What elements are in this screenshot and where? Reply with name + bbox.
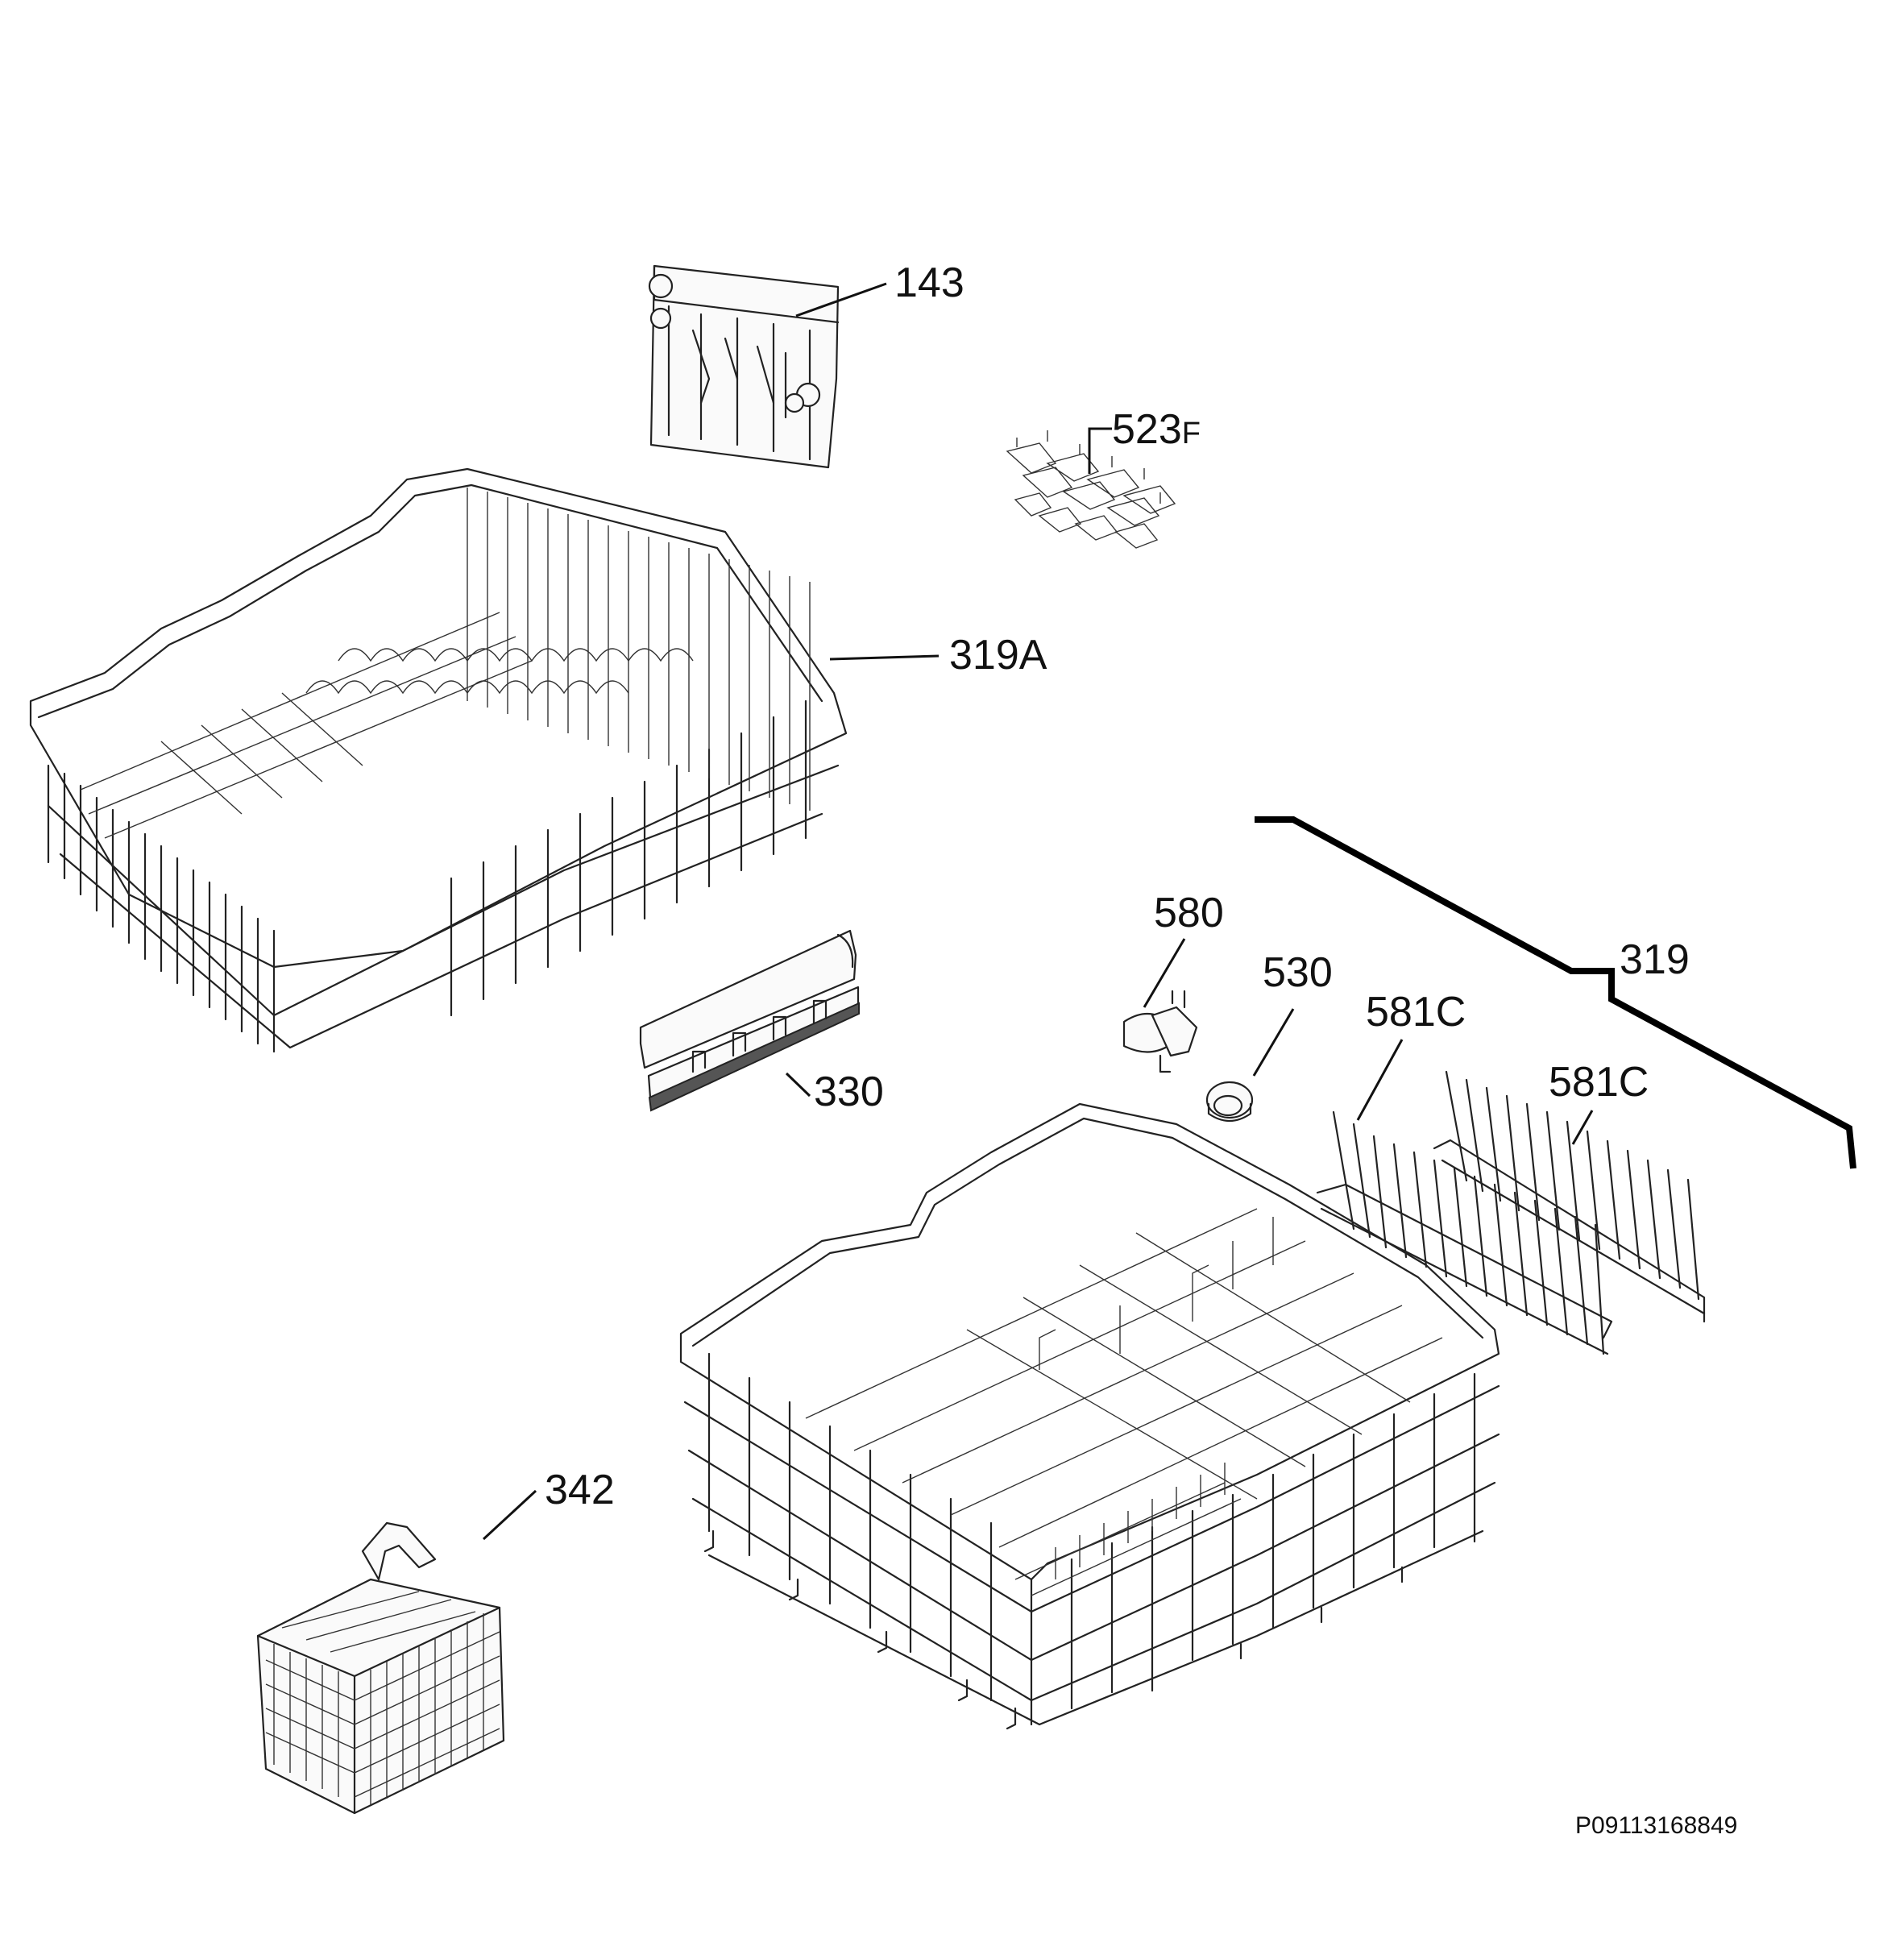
part-523-clip-set[interactable] [1006,430,1176,549]
part-319a-upper-basket[interactable] [29,467,848,1053]
part-580-wheel-holder[interactable] [1122,990,1198,1073]
leader-530 [1252,1008,1295,1077]
part-319-lower-basket[interactable] [679,1102,1500,1730]
callout-319a[interactable]: 319A [949,632,1047,679]
part-581c-tine-rack-right[interactable] [1433,1070,1706,1323]
leader-143 [795,282,887,317]
callout-143[interactable]: 143 [894,259,964,306]
leader-581c-b [1571,1110,1594,1145]
callout-342[interactable]: 342 [545,1467,615,1513]
part-581c-tine-rack-left[interactable] [1316,1110,1613,1355]
leader-580 [1143,938,1186,1008]
callout-523[interactable]: 523F [1112,406,1201,453]
document-id: P09113168849 [1575,1812,1737,1839]
part-330-cup-rack-flap[interactable] [639,929,860,1112]
bracket-319 [1255,816,1856,1169]
callout-319[interactable]: 319 [1620,936,1690,983]
leader-581c-a [1356,1039,1404,1121]
callout-580[interactable]: 580 [1154,890,1224,936]
part-342-cutlery-basket[interactable] [256,1521,505,1815]
part-143-rail-bracket[interactable] [648,264,840,469]
leader-523 [1088,427,1112,474]
callout-581c-a[interactable]: 581C [1366,989,1466,1035]
leader-319a [829,654,940,661]
part-530-wheel[interactable] [1205,1081,1254,1123]
leader-342 [482,1489,537,1541]
callout-581c-b[interactable]: 581C [1549,1059,1649,1106]
leader-330 [785,1072,811,1098]
callout-330[interactable]: 330 [814,1069,884,1115]
callout-530[interactable]: 530 [1263,949,1333,996]
